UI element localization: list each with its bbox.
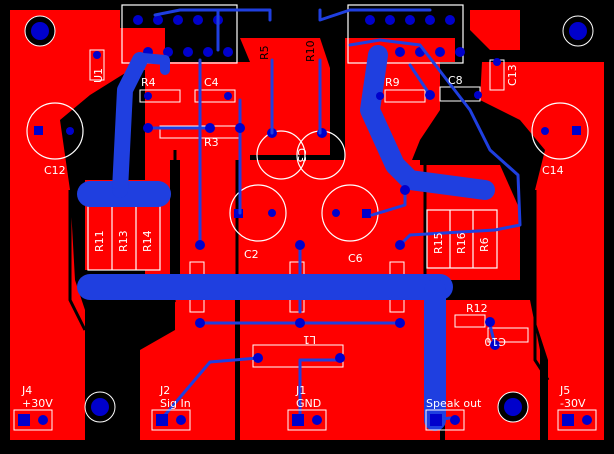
connector-pads	[13, 409, 597, 431]
label-j5-ref: J5	[559, 384, 570, 397]
bottom-layer-traces	[77, 8, 522, 431]
label-r4: R4	[141, 76, 156, 89]
ic-footprint-right	[347, 4, 465, 64]
vias	[93, 51, 501, 363]
label-u1: U1	[92, 68, 105, 83]
label-c13: C13	[506, 64, 519, 86]
label-l1: L1	[303, 333, 316, 346]
label-c12: C12	[44, 164, 66, 177]
label-j4-ref: J4	[21, 384, 32, 397]
label-r13: R13	[117, 230, 130, 252]
capacitor-c2	[229, 184, 287, 242]
mounting-holes	[24, 15, 594, 423]
label-c4: C4	[204, 76, 219, 89]
isolation-gaps	[68, 150, 550, 445]
label-j2-sig-in: Sig In	[160, 397, 191, 410]
label-speaker-out: Speak out	[426, 397, 482, 410]
label-r16: R16	[455, 232, 468, 254]
label-r15: R15	[432, 232, 445, 254]
label-r5: R5	[258, 45, 271, 60]
resistor-array-right	[426, 209, 498, 269]
label-r9: R9	[385, 76, 400, 89]
label-j1-gnd: GND	[296, 397, 321, 410]
label-c3: C3	[295, 148, 308, 163]
label-c10: C10	[484, 335, 506, 348]
label-j2-ref: J2	[159, 384, 170, 397]
capacitor-c14	[531, 102, 589, 160]
label-j1-ref: J1	[295, 384, 306, 397]
label-r12: R12	[466, 302, 488, 315]
capacitor-c12	[26, 102, 84, 160]
label-r3: R3	[204, 136, 219, 149]
label-c14: C14	[542, 164, 564, 177]
label-j5-voltage: -30V	[560, 397, 586, 410]
label-r11: R11	[93, 230, 106, 252]
label-c2: C2	[244, 248, 259, 261]
label-j4-voltage: +30V	[22, 397, 53, 410]
label-r6: R6	[478, 237, 491, 252]
label-c6: C6	[348, 252, 363, 265]
label-r14: R14	[141, 230, 154, 252]
label-c8: C8	[448, 74, 463, 87]
label-r10: R10	[304, 40, 317, 62]
